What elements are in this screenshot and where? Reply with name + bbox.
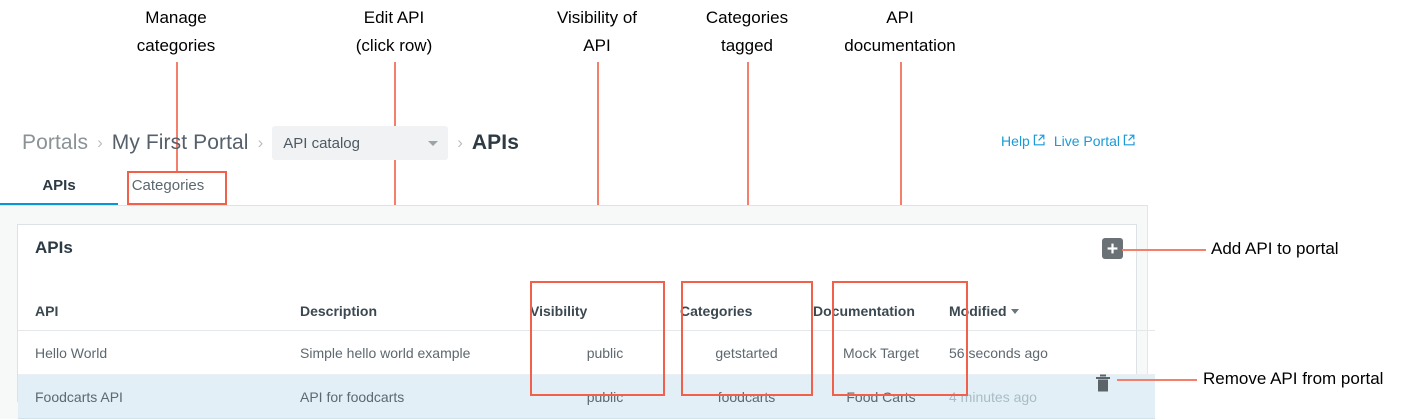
column-header-modified-label: Modified (949, 303, 1007, 319)
annotation-line-categories-tagged (747, 62, 749, 282)
breadcrumb-separator-icon: › (97, 133, 103, 152)
cell-description: Simple hello world example (300, 330, 530, 375)
column-header-api[interactable]: API (18, 297, 300, 331)
column-header-visibility[interactable]: Visibility (530, 297, 680, 331)
help-link-label: Help (1001, 133, 1030, 149)
tab-bar-divider (0, 205, 1148, 206)
annotation-label-categories-tagged: Categories tagged (705, 8, 789, 55)
trash-icon (1095, 374, 1111, 396)
page-body: APIs API Description Visibility Categori… (0, 206, 1155, 419)
breadcrumb: Portals › My First Portal › API catalog … (22, 126, 519, 160)
card-title: APIs (35, 238, 73, 257)
cell-api: Foodcarts API (18, 374, 300, 419)
column-header-modified[interactable]: Modified (949, 297, 1155, 331)
column-header-documentation[interactable]: Documentation (813, 297, 949, 331)
table-row[interactable]: Foodcarts API API for foodcarts public f… (18, 374, 1155, 419)
breadcrumb-separator-icon: › (257, 133, 264, 152)
tab-bar: APIs Categories (0, 170, 218, 207)
table-row[interactable]: Hello World Simple hello world example p… (18, 330, 1155, 375)
breadcrumb-item-portals[interactable]: Portals (22, 131, 89, 154)
annotation-label-visibility-of-api: Visibility of API (557, 8, 637, 55)
cell-categories: foodcarts (680, 374, 813, 419)
breadcrumb-item-apis: APIs (471, 131, 520, 154)
breadcrumb-item-my-first-portal[interactable]: My First Portal (111, 131, 249, 154)
column-header-categories[interactable]: Categories (680, 297, 813, 331)
column-header-description[interactable]: Description (300, 297, 530, 331)
tab-apis[interactable]: APIs (0, 170, 118, 207)
apis-table-head: API Description Visibility Categories Do… (18, 297, 1155, 331)
tab-categories[interactable]: Categories (131, 177, 205, 194)
apis-card: APIs API Description Visibility Categori… (17, 224, 1155, 419)
breadcrumb-separator-icon: › (457, 133, 463, 152)
apis-table: API Description Visibility Categories Do… (18, 297, 1155, 419)
annotation-line-manage-categories (176, 62, 178, 172)
cell-modified: 4 minutes ago (949, 374, 1155, 419)
annotation-line-api-documentation (900, 62, 902, 282)
help-link[interactable]: Help (1001, 133, 1045, 149)
plus-icon (1106, 242, 1119, 255)
cell-documentation: Mock Target (813, 330, 949, 375)
external-link-icon (1033, 133, 1045, 149)
top-right-links: Help Live Portal (1001, 133, 1135, 149)
cell-visibility: public (530, 374, 680, 419)
remove-api-button[interactable] (1095, 374, 1111, 392)
live-portal-link[interactable]: Live Portal (1054, 133, 1135, 149)
annotation-line-remove-api-from-portal (1117, 379, 1197, 381)
cell-api: Hello World (18, 330, 300, 375)
add-api-button[interactable] (1102, 238, 1123, 259)
annotation-line-visibility-of-api (597, 62, 599, 282)
external-link-icon (1123, 133, 1135, 149)
cell-modified: 56 seconds ago (949, 330, 1155, 375)
annotation-label-edit-api: Edit API (click row) (355, 8, 433, 55)
table-header-row: API Description Visibility Categories Do… (18, 297, 1155, 331)
annotation-label-add-api-to-portal: Add API to portal (1211, 239, 1339, 258)
breadcrumb-catalog-select-value: API catalog (283, 134, 360, 152)
chevron-down-icon (428, 140, 439, 146)
sort-descending-icon (1010, 309, 1019, 314)
cell-categories: getstarted (680, 330, 813, 375)
cell-visibility: public (530, 330, 680, 375)
annotation-label-api-documentation: API documentation (844, 8, 956, 55)
apis-table-body: Hello World Simple hello world example p… (18, 330, 1155, 419)
cell-documentation: Food Carts (813, 374, 949, 419)
annotation-label-remove-api-from-portal: Remove API from portal (1203, 369, 1384, 388)
live-portal-link-label: Live Portal (1053, 133, 1120, 149)
cell-description: API for foodcarts (300, 374, 530, 419)
annotation-line-add-api-to-portal (1122, 249, 1206, 251)
breadcrumb-catalog-select[interactable]: API catalog (272, 126, 449, 160)
annotation-label-manage-categories: Manage categories (136, 8, 216, 55)
